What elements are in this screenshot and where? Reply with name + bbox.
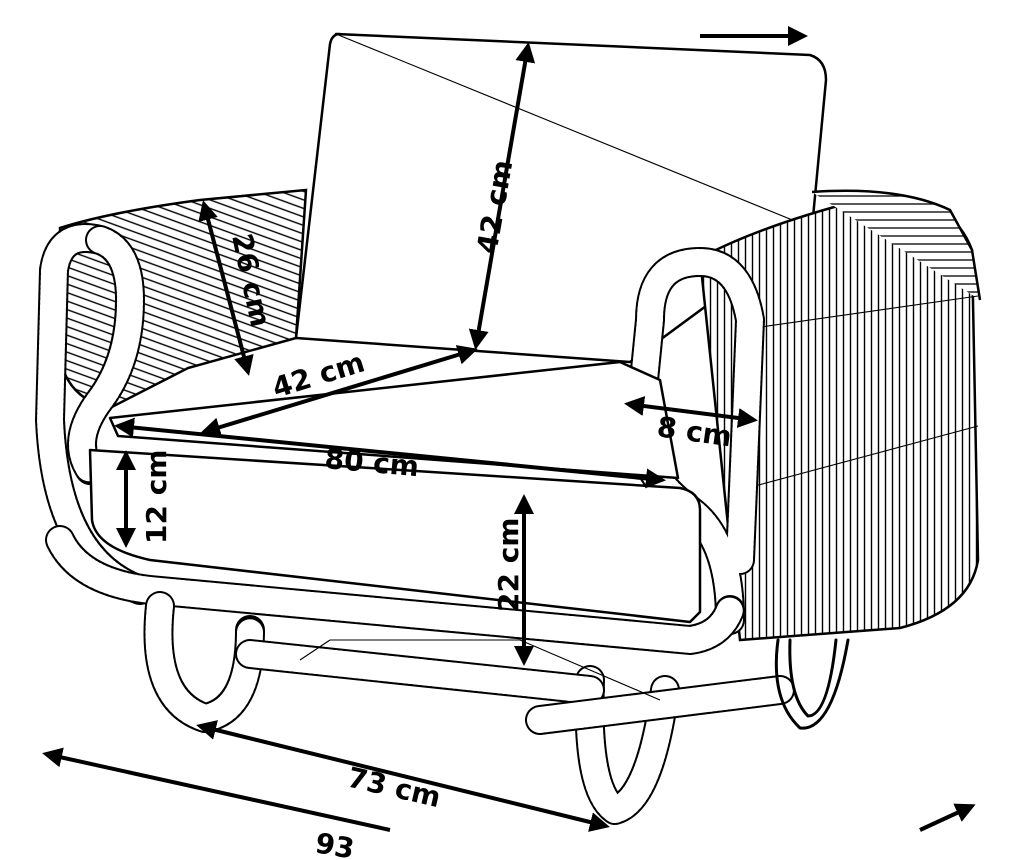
dim-depth (196, 720, 610, 832)
dimension-lines (42, 26, 976, 832)
dim-overall-width-right (919, 803, 976, 832)
label-overall-width: 93 (313, 826, 357, 860)
chair-legs (143, 591, 850, 825)
dim-back-height (468, 42, 536, 350)
label-seat-cushion: 12 cm (140, 450, 173, 545)
dim-arm-width (624, 396, 758, 428)
front-frame (45, 525, 745, 655)
dim-arm-height (198, 200, 254, 376)
back-cushion (294, 32, 828, 364)
label-depth: 73 cm (344, 761, 444, 814)
dim-overall-width-left (42, 747, 391, 832)
label-inner-width: 80 cm (323, 442, 420, 483)
dim-inner-width (114, 417, 666, 489)
label-seat-height: 22 cm (492, 518, 525, 613)
